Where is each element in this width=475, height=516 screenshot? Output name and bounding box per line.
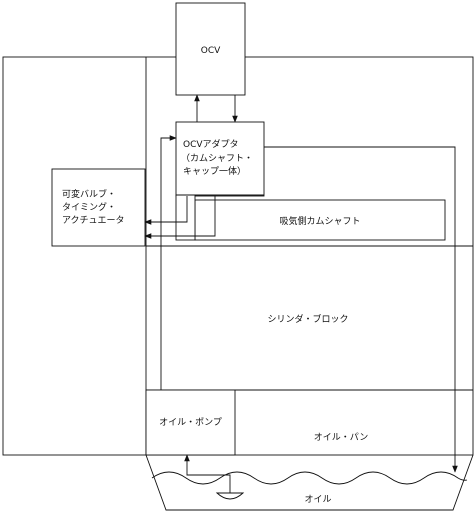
oil-pump-label: オイル・ポンプ — [159, 417, 222, 428]
actuator-supply-arrow — [144, 196, 188, 225]
oil-surface-waves — [151, 471, 468, 485]
actuator-return-arrow — [144, 196, 216, 239]
engine-outer-frame — [2, 56, 474, 456]
oil-strainer — [215, 492, 245, 500]
vvt-actuator-box — [51, 168, 146, 247]
oil-pump-box — [145, 389, 236, 456]
pump-intake-arrow — [184, 454, 231, 493]
vvt-label-line3: アクチュエータ — [62, 215, 125, 226]
ocv-adapter-stem-cover — [176, 195, 195, 200]
intake-camshaft-label: 吸気側カムシャフト — [279, 215, 360, 227]
oil-label: オイル — [304, 494, 331, 505]
drain-to-pan-arrow — [264, 146, 458, 473]
oil-pan-outline — [145, 454, 474, 511]
intake-camshaft-box — [194, 199, 446, 241]
pump-to-adapter-arrow — [160, 135, 177, 390]
ocv-label: OCV — [201, 46, 221, 56]
ocv-box — [175, 2, 246, 96]
vvt-label-line2: タイミング・ — [62, 201, 116, 213]
ocv-adapter-label-line3: キャップ一体） — [183, 165, 246, 177]
ocv-adapter-label-line2: （カムシャフト・ — [181, 153, 253, 164]
ocv-adapter-box — [175, 121, 265, 197]
cylinder-block-label: シリンダ・ブロック — [267, 313, 348, 325]
ocv-adapter-stem — [175, 194, 196, 241]
oil-pan-label: オイル・パン — [314, 432, 368, 443]
vvt-label-line1: 可変バルブ・ — [62, 188, 116, 200]
ocv-adapter-label-line1: OCVアダプタ — [183, 138, 239, 150]
